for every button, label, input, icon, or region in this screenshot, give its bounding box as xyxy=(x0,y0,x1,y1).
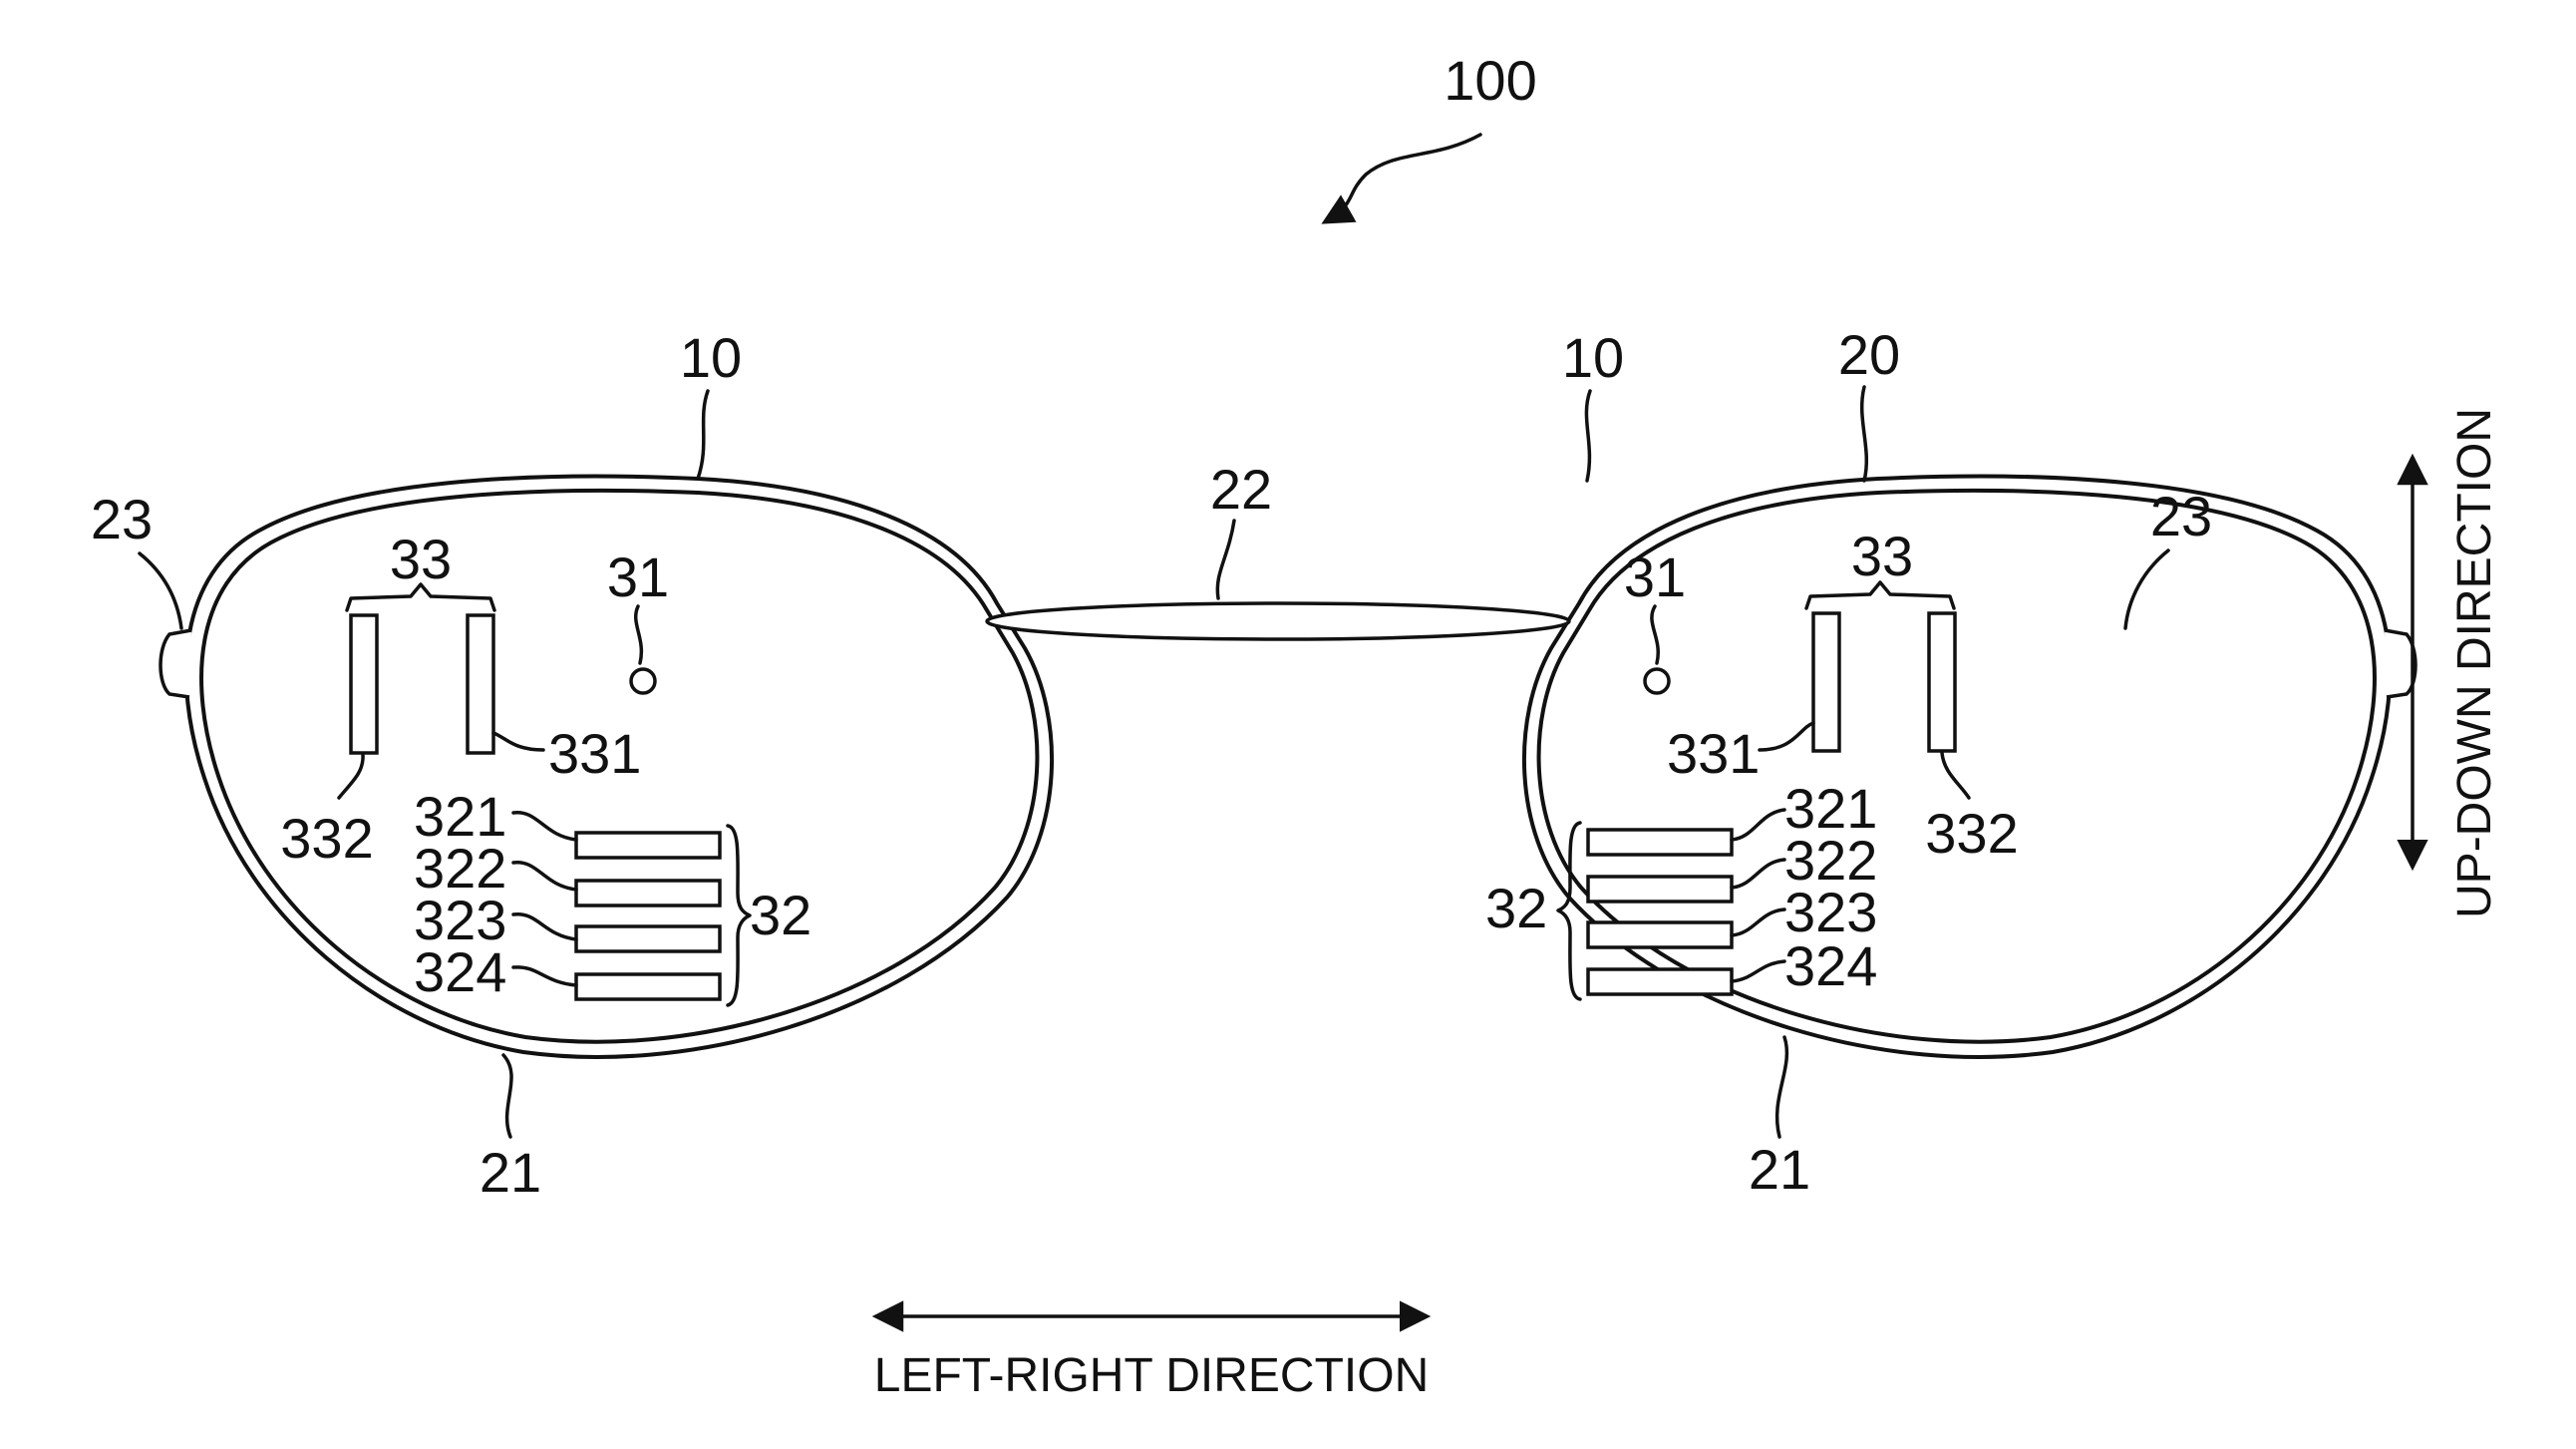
label-32-right: 32 xyxy=(1485,877,1547,939)
element-321-right xyxy=(1588,830,1732,855)
element-323-right xyxy=(1588,922,1732,947)
leader-322-left xyxy=(513,863,576,890)
label-20: 20 xyxy=(1838,323,1900,386)
leader-322-right xyxy=(1732,860,1784,888)
leader-331-right xyxy=(1760,723,1813,750)
leader-100 xyxy=(1326,135,1480,221)
leader-21-left xyxy=(503,1055,511,1137)
element-321-left xyxy=(576,833,720,858)
label-10-right: 10 xyxy=(1562,326,1624,389)
leader-23-left xyxy=(140,553,181,628)
label-332-left: 332 xyxy=(280,807,373,870)
element-324-right xyxy=(1588,969,1732,994)
leader-324-left xyxy=(513,967,576,985)
bridge xyxy=(987,603,1569,639)
light-source-31-left xyxy=(631,669,655,693)
brace-32-left xyxy=(728,826,750,1005)
label-23-right: 23 xyxy=(2150,485,2212,547)
left-hinge xyxy=(161,630,191,697)
label-100: 100 xyxy=(1444,49,1536,112)
leader-324-right xyxy=(1732,961,1784,981)
label-21-left: 21 xyxy=(480,1141,541,1204)
label-33-right: 33 xyxy=(1851,525,1913,587)
leader-20 xyxy=(1862,387,1867,481)
label-324-left: 324 xyxy=(414,940,506,1003)
element-331-left xyxy=(468,615,493,753)
label-22: 22 xyxy=(1210,458,1272,521)
label-10-left: 10 xyxy=(680,326,742,389)
element-323-left xyxy=(576,926,720,951)
element-322-right xyxy=(1588,877,1732,902)
leader-21-right xyxy=(1777,1037,1787,1137)
element-332-right xyxy=(1929,613,1955,751)
label-331-left: 331 xyxy=(548,722,641,785)
left-right-direction-label: LEFT-RIGHT DIRECTION xyxy=(874,1349,1429,1402)
leader-323-left xyxy=(513,914,576,939)
leader-31-right xyxy=(1652,606,1658,663)
leader-23-right xyxy=(2125,550,2168,628)
element-322-left xyxy=(576,881,720,906)
leader-22 xyxy=(1217,521,1234,598)
up-down-direction-label: UP-DOWN DIRECTION xyxy=(2448,408,2501,918)
label-31-right: 31 xyxy=(1624,545,1686,608)
leader-332-left xyxy=(339,755,363,798)
leader-321-left xyxy=(513,813,576,840)
leader-31-left xyxy=(636,606,642,663)
element-332-left xyxy=(351,615,377,753)
leader-331-left xyxy=(493,733,543,750)
element-324-left xyxy=(576,974,720,999)
label-324-right: 324 xyxy=(1784,934,1877,997)
brace-32-right xyxy=(1558,823,1580,999)
leader-10-right xyxy=(1586,391,1590,481)
leader-323-right xyxy=(1732,909,1784,935)
label-33-left: 33 xyxy=(390,528,452,590)
label-21-right: 21 xyxy=(1749,1138,1810,1201)
label-331-right: 331 xyxy=(1667,722,1760,785)
label-332-right: 332 xyxy=(1925,802,2018,865)
light-source-31-right xyxy=(1645,669,1669,693)
leader-321-right xyxy=(1732,810,1784,840)
leader-332-right xyxy=(1942,753,1969,798)
label-23-left: 23 xyxy=(91,488,153,550)
label-31-left: 31 xyxy=(607,545,669,608)
leader-10-left xyxy=(698,391,708,479)
label-32-left: 32 xyxy=(750,884,811,946)
element-331-right xyxy=(1813,613,1839,751)
